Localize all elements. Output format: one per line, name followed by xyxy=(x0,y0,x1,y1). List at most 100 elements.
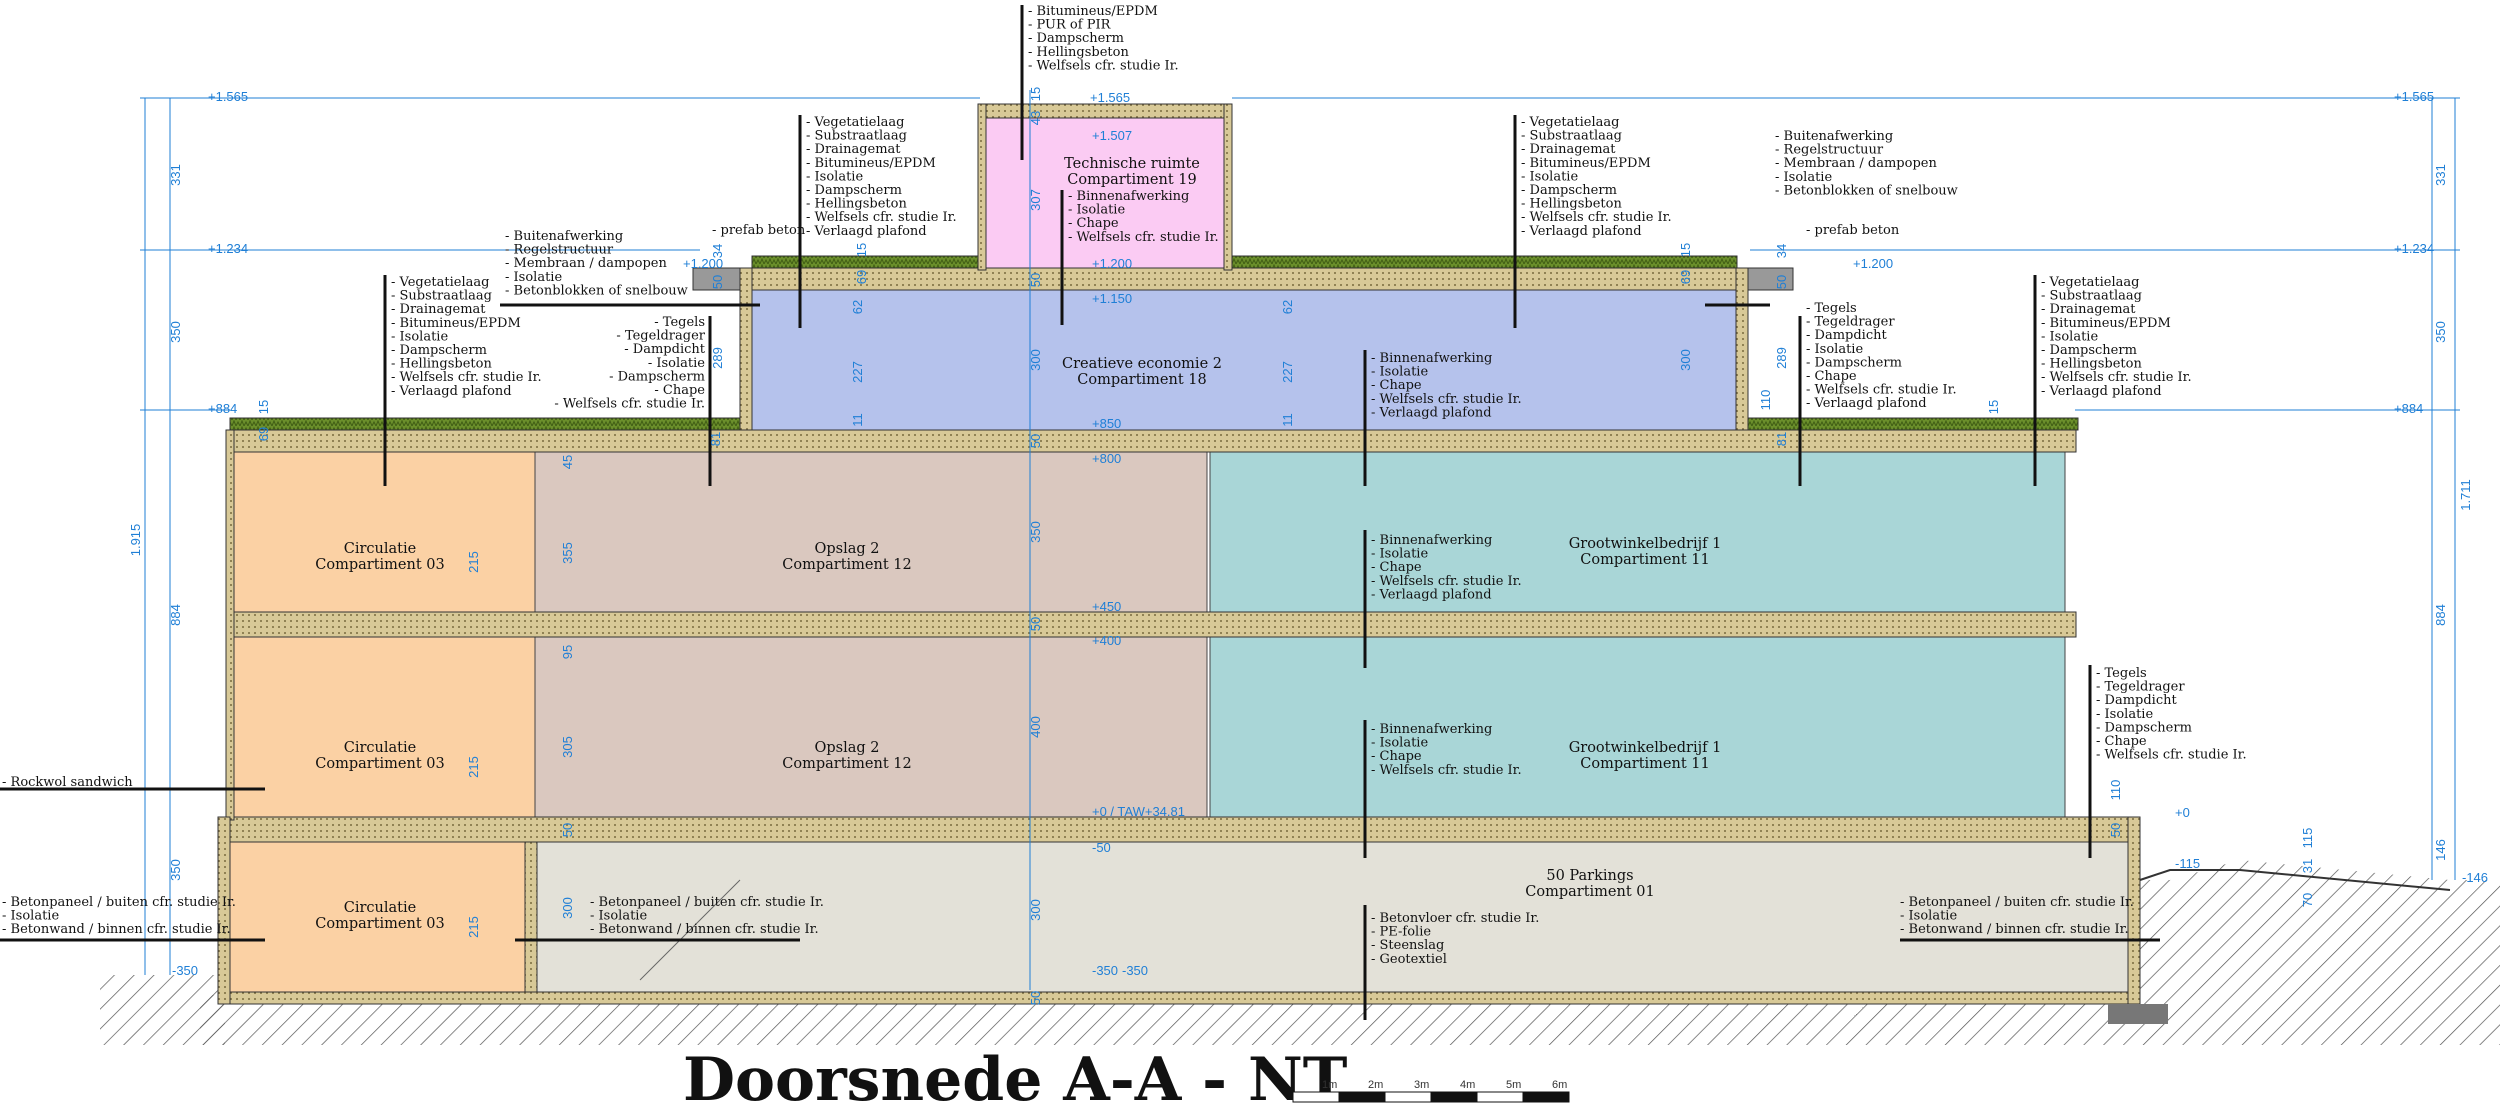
prefab-left xyxy=(692,267,741,291)
room-labels: Technische ruimte Compartiment 19 Creati… xyxy=(315,156,1721,932)
slab-parking-floor xyxy=(217,991,2139,1005)
note-line: - Isolatie xyxy=(1775,170,1832,185)
level-1234-right: +1.234 xyxy=(2394,241,2434,256)
room-grootwinkel-2 xyxy=(1209,636,2066,818)
note-line: - Welfsels cfr. studie Ir. xyxy=(806,210,957,225)
note-line: - Tegels xyxy=(654,315,705,330)
annotation-notes: - Bitumineus/EPDM- PUR of PIR- Dampscher… xyxy=(2,4,2247,967)
room-grootwinkel-1 xyxy=(1209,451,2066,613)
label-groot2-2: Compartiment 11 xyxy=(1580,756,1709,772)
note-line: - Geotextiel xyxy=(1371,952,1447,967)
dim-l-15: 15 xyxy=(256,400,271,414)
note-line: - Welfsels cfr. studie Ir. xyxy=(391,370,542,385)
note-line: - Welfsels cfr. studie Ir. xyxy=(2096,748,2247,763)
dim-left-331: 331 xyxy=(168,164,183,186)
note-line: - Substraatlaag xyxy=(1521,129,1622,144)
note-line: - Dampdicht xyxy=(2096,693,2177,708)
note-line: - Binnenafwerking xyxy=(1371,533,1492,548)
wall-left-base xyxy=(217,816,231,1005)
note-line: - Chape xyxy=(1806,369,1857,384)
note-line: - Tegels xyxy=(1806,301,1857,316)
note-line: - Betonpaneel / buiten cfr. studie Ir. xyxy=(590,895,824,910)
scale-2m: 2m xyxy=(1368,1079,1383,1091)
note-green-d: - Vegetatielaag- Substraatlaag- Drainage… xyxy=(2041,275,2192,399)
level-1234-left: +1.234 xyxy=(208,241,248,256)
note-line: - Chape xyxy=(2096,734,2147,749)
dim-right-146: 146 xyxy=(2433,839,2448,861)
note-line: - Hellingsbeton xyxy=(1521,197,1622,212)
dim-mid-350: 350 xyxy=(1028,521,1043,543)
dim-right-331: 331 xyxy=(2433,164,2448,186)
note-line: - Vegetatielaag xyxy=(806,115,904,130)
level-1200-mid: +1.200 xyxy=(1092,256,1132,271)
level-1200-right: +1.200 xyxy=(1853,256,1893,271)
note-line: - Welfsels cfr. studie Ir. xyxy=(1371,763,1522,778)
dim-cr-11: 11 xyxy=(850,413,865,427)
dim-opslag-50: 50 xyxy=(560,823,575,837)
note-line: - Isolatie xyxy=(648,356,705,371)
wall-mid-base xyxy=(524,841,538,993)
dim-mid-43: 43 xyxy=(1028,111,1043,125)
dim-opslag-305: 305 xyxy=(560,736,575,758)
note-line: - Drainagemat xyxy=(806,142,901,157)
label-creatieve-2: Compartiment 18 xyxy=(1077,372,1206,388)
level-1565-mid: +1.565 xyxy=(1090,90,1130,105)
note-line: - Binnenafwerking xyxy=(1371,722,1492,737)
dim-right-884: 884 xyxy=(2433,604,2448,626)
room-parking xyxy=(534,841,2131,993)
slab-level-450 xyxy=(225,611,2077,638)
dim-r-81: 81 xyxy=(1774,432,1789,446)
dim-b-115: 115 xyxy=(2300,828,2315,849)
note-line: - Steenslag xyxy=(1371,938,1444,953)
note-line: - Betonwand / binnen cfr. studie Ir. xyxy=(590,922,819,937)
note-line: - Dampscherm xyxy=(2041,343,2137,358)
note-line: - Regelstructuur xyxy=(505,243,614,258)
note-line: - Welfsels cfr. studie Ir. xyxy=(1068,230,1219,245)
label-circ2-2: Compartiment 03 xyxy=(315,756,444,772)
note-line: - prefab beton xyxy=(712,223,806,238)
note-line: - PE-folie xyxy=(1371,925,1431,940)
note-line: - Chape xyxy=(654,383,705,398)
dim-circ-215a: 215 xyxy=(466,551,481,573)
level-884-right: +884 xyxy=(2394,401,2423,416)
level-minus-50: -50 xyxy=(1092,840,1111,855)
note-line: - Tegeldrager xyxy=(616,329,705,344)
ramp-right xyxy=(2139,869,2451,891)
label-circ1-1: Circulatie xyxy=(344,541,416,557)
note-line: - Dampscherm xyxy=(806,183,902,198)
level-1565-left: +1.565 xyxy=(208,89,248,104)
note-line: - Isolatie xyxy=(391,329,448,344)
green-roof-mid-left xyxy=(751,255,979,269)
wall-tech-left xyxy=(977,103,987,271)
ground-hatch-right xyxy=(2140,860,2500,1045)
level-minus-350-mid: -350 xyxy=(1092,963,1118,978)
level-1565-right: +1.565 xyxy=(2394,89,2434,104)
note-facade-left: - Buitenafwerking- Regelstructuur- Membr… xyxy=(505,229,688,298)
dim-l-69a: 69 xyxy=(256,427,271,441)
dim-left-1915: 1.915 xyxy=(128,524,143,557)
note-base-right: - Betonpaneel / buiten cfr. studie Ir.- … xyxy=(1900,895,2134,937)
note-groot2-floor: - Binnenafwerking- Isolatie- Chape- Welf… xyxy=(1371,722,1522,778)
note-line: - Welfsels cfr. studie Ir. xyxy=(1806,383,1957,398)
slab-tech-roof xyxy=(977,103,1233,119)
dim-cr-69: 69 xyxy=(854,270,869,284)
note-facade-right: - Buitenafwerking- Regelstructuur- Membr… xyxy=(1775,129,1958,198)
level-450: +450 xyxy=(1092,599,1121,614)
note-line: - Hellingsbeton xyxy=(1028,45,1129,60)
note-tegels-bottom: - Tegels- Tegeldrager- Dampdicht- Isolat… xyxy=(2096,666,2247,763)
dim-r-15: 15 xyxy=(1986,400,2001,414)
dim-cr-15b: 15 xyxy=(1678,243,1693,257)
note-line: - Substraatlaag xyxy=(2041,289,2142,304)
dim-left-884: 884 xyxy=(168,604,183,626)
note-line: - Chape xyxy=(1371,378,1422,393)
level-markers: +1.565 +1.565 +1.565 +1.507 +1.234 +1.23… xyxy=(172,89,2488,978)
level-0: +0 / TAW+34.81 xyxy=(1092,804,1185,819)
dim-cr2-227: 227 xyxy=(1280,361,1295,383)
dim-b-31: 31 xyxy=(2300,859,2315,873)
note-line: - Vegetatielaag xyxy=(2041,275,2139,290)
note-line: - Drainagemat xyxy=(2041,302,2136,317)
note-line: - Welfsels cfr. studie Ir. xyxy=(2041,370,2192,385)
note-line: - Bitumineus/EPDM xyxy=(1521,156,1651,171)
scale-5m: 5m xyxy=(1506,1079,1521,1091)
dim-mid-50a: 50 xyxy=(1028,273,1043,287)
